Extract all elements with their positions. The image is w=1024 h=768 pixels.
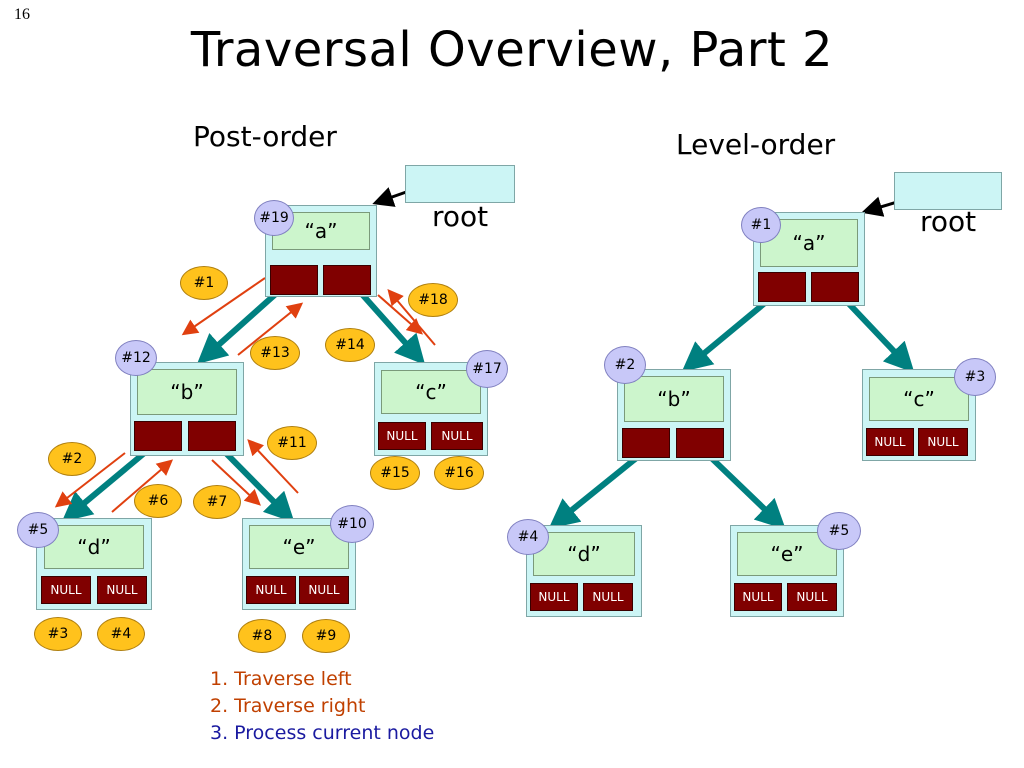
levelorder-node-b-right-pointer — [676, 428, 724, 458]
step-badge: #11 — [267, 426, 317, 460]
postorder-visit-badge-e: #10 — [330, 505, 374, 543]
levelorder-node-b-value: “b” — [624, 376, 724, 422]
postorder-heading: Post-order — [193, 120, 337, 153]
levelorder-node-b-left-pointer — [622, 428, 670, 458]
slide-number: 16 — [14, 6, 30, 23]
step-badge: #9 — [302, 619, 350, 653]
step-badge: #13 — [250, 336, 300, 370]
levelorder-node-a-left-pointer — [758, 272, 806, 302]
levelorder-visit-badge-c: #3 — [954, 358, 996, 396]
traverse-arrow-13 — [237, 302, 304, 356]
levelorder-visit-badge-a: #1 — [741, 207, 781, 243]
levelorder-node-d-left-null: NULL — [530, 583, 578, 611]
levelorder-node-c-left-null: NULL — [866, 428, 914, 456]
step-badge: #1 — [180, 266, 228, 300]
levelorder-node-c-value: “c” — [869, 377, 969, 421]
levelorder-heading: Level-order — [676, 128, 836, 161]
postorder-visit-badge-c: #17 — [466, 350, 508, 388]
traverse-arrow-7 — [211, 459, 261, 506]
postorder-node-c-left-null: NULL — [378, 422, 426, 450]
postorder-node-c-right-null: NULL — [431, 422, 483, 450]
postorder-node-a-right-pointer — [323, 265, 371, 295]
postorder-node-e-right-null: NULL — [299, 576, 349, 604]
step-badge: #3 — [34, 617, 82, 651]
levelorder-visit-badge-e: #5 — [817, 512, 861, 550]
step-badge: #6 — [134, 484, 182, 518]
levelorder-visit-badge-d: #4 — [507, 519, 549, 555]
levelorder-node-c-right-null: NULL — [918, 428, 968, 456]
levelorder-node-e-right-null: NULL — [787, 583, 837, 611]
traverse-arrow-18 — [387, 288, 436, 346]
postorder-node-b-right-pointer — [188, 421, 236, 451]
step-badge: #18 — [408, 283, 458, 317]
levelorder-node-e-value: “e” — [737, 532, 837, 576]
traverse-arrow-14 — [377, 294, 424, 335]
postorder-node-e-left-null: NULL — [246, 576, 296, 604]
step-badge: #4 — [97, 617, 145, 651]
levelorder-node-a-right-pointer — [811, 272, 859, 302]
step-badge: #14 — [325, 328, 375, 362]
step-badge: #15 — [370, 456, 420, 490]
levelorder-root-label: root — [920, 205, 977, 238]
step-badge: #16 — [434, 456, 484, 490]
postorder-node-b-value: “b” — [137, 369, 237, 415]
postorder-root-label: root — [432, 200, 489, 233]
legend-item-process-node: 3. Process current node — [210, 722, 435, 744]
levelorder-visit-badge-b: #2 — [604, 346, 646, 384]
postorder-node-b-left-pointer — [134, 421, 182, 451]
step-badge: #8 — [238, 619, 286, 653]
postorder-node-d-left-null: NULL — [41, 576, 91, 604]
postorder-node-c-value: “c” — [381, 370, 481, 414]
postorder-node-d-value: “d” — [44, 525, 144, 569]
traverse-arrow-1 — [181, 277, 266, 336]
legend-item-traverse-left: 1. Traverse left — [210, 668, 352, 690]
slide-title: Traversal Overview, Part 2 — [190, 22, 834, 78]
postorder-visit-badge-d: #5 — [17, 512, 59, 548]
legend-item-traverse-right: 2. Traverse right — [210, 695, 366, 717]
postorder-visit-badge-a: #19 — [254, 200, 294, 236]
step-badge: #2 — [48, 442, 96, 476]
levelorder-root-pointer-box — [894, 172, 1002, 210]
levelorder-node-e-left-null: NULL — [734, 583, 782, 611]
postorder-node-a-left-pointer — [270, 265, 318, 295]
step-badge: #7 — [193, 485, 241, 519]
levelorder-node-d-right-null: NULL — [583, 583, 633, 611]
traverse-arrow-11 — [247, 439, 299, 494]
traverse-arrow-2 — [54, 452, 126, 508]
postorder-visit-badge-b: #12 — [115, 340, 157, 376]
traversal-legend: 1. Traverse left 2. Traverse right 3. Pr… — [210, 666, 434, 747]
traverse-arrow-6 — [111, 459, 174, 513]
levelorder-node-d-value: “d” — [533, 532, 635, 576]
postorder-root-pointer-box — [405, 165, 515, 203]
postorder-node-d-right-null: NULL — [97, 576, 147, 604]
